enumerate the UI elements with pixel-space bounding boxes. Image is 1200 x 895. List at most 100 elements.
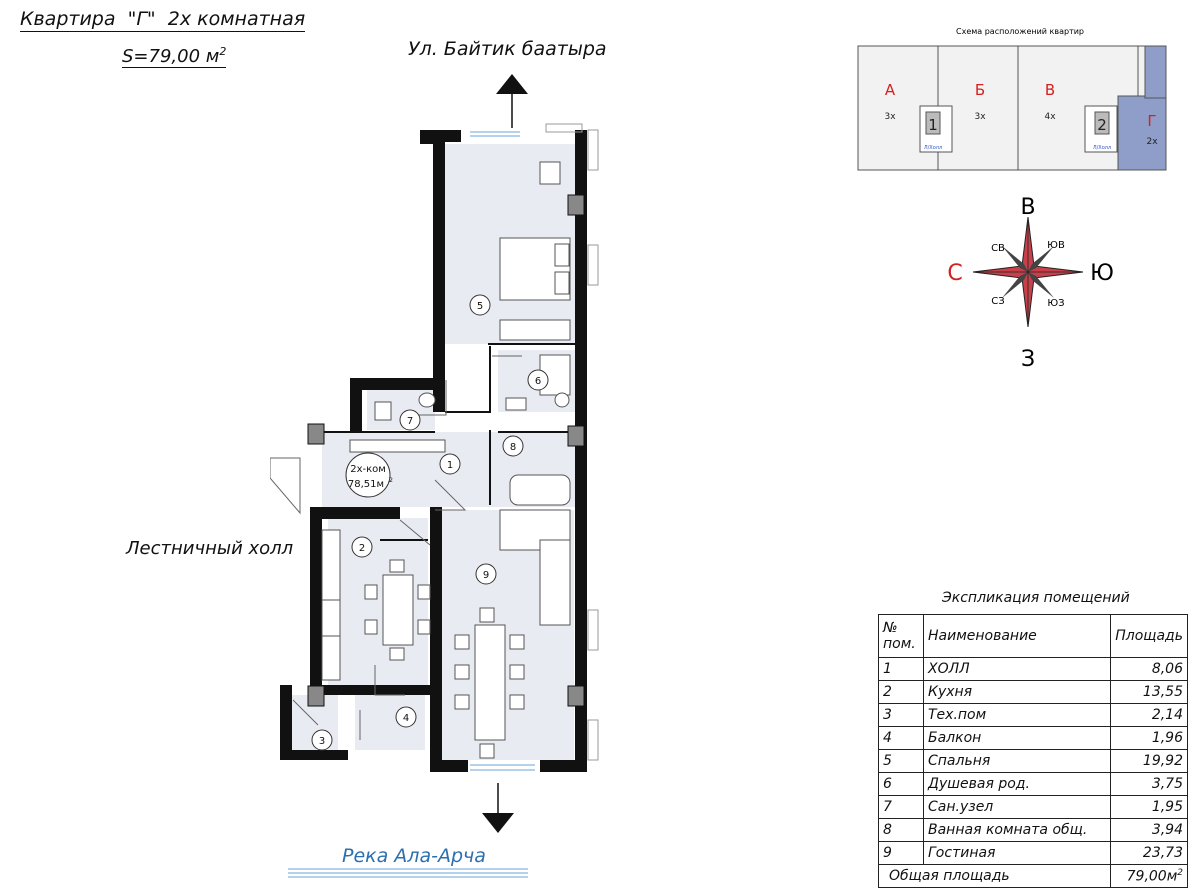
row-name: Кухня — [922, 680, 1112, 704]
row-num: 4 — [878, 726, 924, 750]
wall-bedroom-west — [433, 130, 445, 412]
south-arrow — [482, 783, 514, 833]
room-1-number: 1 — [447, 460, 453, 471]
room-2-marker — [351, 536, 373, 558]
row-area: 3,94 — [1110, 818, 1188, 842]
row-area: 23,73 — [1110, 841, 1188, 865]
scheme-hall-1-label: Л/Холл — [924, 145, 942, 151]
room-2-number: 2 — [359, 543, 365, 554]
room-4-marker — [395, 706, 417, 728]
room-7-number: 7 — [407, 416, 413, 427]
compass-sw: СЗ — [991, 296, 1004, 307]
header-num-symbol: № — [883, 620, 898, 636]
apartment-g-highlight — [1117, 95, 1167, 171]
scheme-letter-b: Б — [975, 81, 985, 99]
compass-east: Ю — [1090, 261, 1114, 286]
header-num-abbr: пом. — [883, 636, 916, 652]
scheme-rooms-v: 4х — [1044, 112, 1056, 122]
row-num: 2 — [878, 680, 924, 704]
north-arrow — [496, 74, 528, 128]
row-area: 3,75 — [1110, 772, 1188, 796]
river-lines — [288, 868, 528, 878]
row-num: 3 — [878, 703, 924, 727]
total-label: Общая площадь — [877, 864, 1112, 888]
scheme-letter-v: В — [1045, 81, 1055, 99]
room-3-marker — [311, 729, 333, 751]
room-3-number: 3 — [319, 736, 325, 747]
total-value-number: 79,00м — [1126, 868, 1178, 885]
room-7-marker — [399, 409, 421, 431]
room-5-number: 5 — [477, 301, 483, 312]
compass-south: З — [1021, 347, 1035, 370]
room-4-number: 4 — [403, 713, 409, 724]
scheme-title: Схема расположений квартир — [956, 27, 1084, 36]
dining-table-living — [474, 624, 506, 741]
scheme-hall-2-label: Л/Холл — [1093, 145, 1111, 151]
scheme-letter-a: А — [885, 81, 896, 99]
compass-se: ЮЗ — [1047, 298, 1064, 309]
row-area: 1,96 — [1110, 726, 1188, 750]
scheme-hall-1-number: 1 — [928, 116, 938, 134]
row-name: Сан.узел — [922, 795, 1112, 819]
room-8-number: 8 — [510, 442, 516, 453]
room-8-marker — [502, 435, 524, 457]
row-num: 1 — [878, 657, 924, 681]
total-value-sup: 2 — [1177, 867, 1183, 878]
unit-area-sup: 2 — [389, 477, 393, 484]
scheme-rooms-g: 2х — [1146, 137, 1158, 147]
compass-rose: В З С Ю СВ ЮВ СЗ ЮЗ — [947, 195, 1114, 370]
total-value: 79,00м2 — [1110, 864, 1188, 888]
row-area: 2,14 — [1110, 703, 1188, 727]
scheme-rooms-b: 3х — [974, 112, 986, 122]
compass-north: В — [1020, 195, 1035, 220]
apartment-area-sup: 2 — [219, 45, 227, 58]
room-6-number: 6 — [535, 376, 541, 387]
row-name: Гостиная — [922, 841, 1112, 865]
row-area: 13,55 — [1110, 680, 1188, 704]
apartment-area: S=79,00 м2 — [122, 45, 227, 68]
apartment-area-value: S=79,00 м — [122, 46, 220, 67]
row-num: 9 — [878, 841, 924, 865]
room-1-marker — [439, 453, 461, 475]
compass-west: С — [947, 261, 962, 286]
stair-hall-label: Лестничный холл — [126, 538, 294, 559]
unit-rooms-label: 2х-ком — [350, 464, 386, 475]
header-area: Площадь — [1110, 614, 1188, 658]
room-9-number: 9 — [483, 570, 489, 581]
scheme-hall-2-number: 2 — [1097, 116, 1107, 134]
header-num: № пом. — [878, 614, 924, 658]
scheme-letter-g: Г — [1147, 112, 1156, 130]
explication-total-row: Общая площадь 79,00м2 — [877, 864, 1188, 888]
apartment-scheme: Схема расположений квартир А Б В Г 3х 3х… — [857, 27, 1167, 171]
row-name: Ванная комната общ. — [922, 818, 1112, 842]
room-5-marker — [469, 294, 491, 316]
row-area: 19,92 — [1110, 749, 1188, 773]
floor-plan: 5 6 7 1 8 2 9 4 3 2х-ком 78,51м 2 — [270, 123, 599, 772]
compass-nw: СВ — [991, 243, 1005, 254]
explication-header-row: № пом. Наименование Площадь — [878, 614, 1188, 658]
row-name: Душевая род. — [922, 772, 1112, 796]
row-num: 7 — [878, 795, 924, 819]
unit-area-value: 78,51м — [348, 479, 384, 490]
row-name: Балкон — [922, 726, 1112, 750]
scheme-rooms-a: 3х — [884, 112, 896, 122]
street-label: Ул. Байтик баатыра — [408, 38, 607, 60]
row-num: 8 — [878, 818, 924, 842]
row-area: 1,95 — [1110, 795, 1188, 819]
dining-table-kitchen — [382, 574, 414, 646]
room-6-marker — [527, 369, 549, 391]
row-name: Спальня — [922, 749, 1112, 773]
river-label: Река Ала-Арча — [342, 845, 486, 867]
bathtub — [509, 474, 571, 506]
row-num: 6 — [878, 772, 924, 796]
row-name: ХОЛЛ — [922, 657, 1112, 681]
